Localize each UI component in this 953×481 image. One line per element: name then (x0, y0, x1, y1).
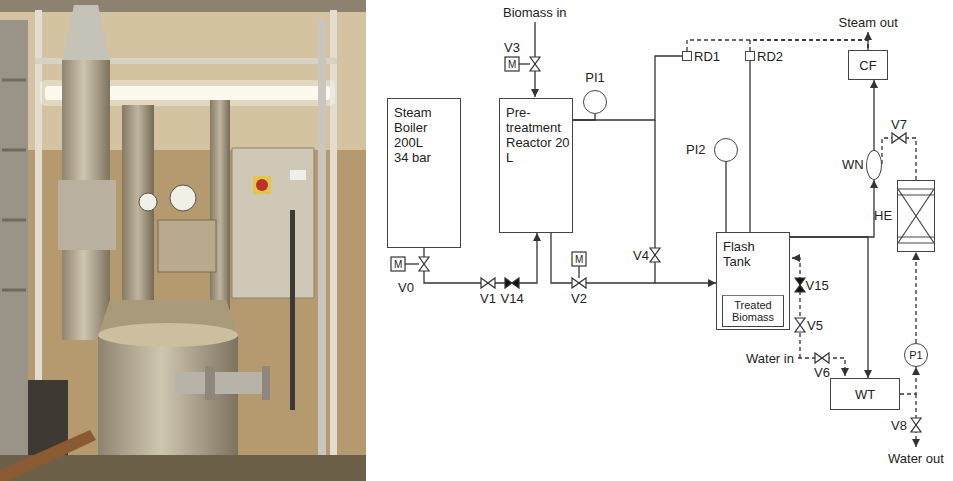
process-pipe (873, 80, 874, 150)
process-pipe (790, 237, 868, 378)
valve-symbol (795, 278, 805, 292)
water-pipe (792, 258, 800, 358)
pump-label: P1 (909, 349, 922, 361)
device-tag: HE (874, 208, 892, 223)
pipe-label: Biomass in (503, 5, 567, 20)
exchanger-cross (898, 181, 934, 251)
exchanger-line (898, 236, 934, 237)
process-pipe (573, 114, 595, 120)
pipe-label: Water out (888, 451, 944, 466)
pipe-label: V15 (806, 278, 829, 293)
pipe-label: V14 (501, 291, 524, 306)
motor-box (505, 57, 519, 71)
pipe-label: V4 (633, 248, 649, 263)
dashed-pipe (882, 138, 916, 180)
reactor-box: Pre-treatment Reactor 20 L (499, 98, 573, 233)
exchanger-line (898, 189, 934, 243)
actuator-link (519, 63, 530, 64)
rupture-disc: RD1 (682, 50, 722, 62)
heat-exchanger: HE (874, 180, 936, 252)
pipe-label: V5 (807, 318, 823, 333)
rupture-disc-square (745, 51, 755, 61)
pipe-label: Steam out (839, 15, 898, 30)
water-nozzle: WN (842, 148, 876, 182)
box-label: Steam Boiler 200L 34 bar (394, 105, 440, 165)
pipe-label: V6 (814, 365, 830, 380)
pipe-label: V1 (480, 291, 496, 306)
device-tag: RD2 (757, 49, 783, 64)
box-label: WT (855, 387, 875, 402)
box-label: CF (859, 58, 876, 73)
pipe-label: V2 (571, 291, 587, 306)
box-label: Pre-treatment Reactor 20 L (506, 105, 570, 165)
dashed-pipe (900, 367, 916, 394)
pipe-label: V3 (504, 40, 520, 55)
actuator-link (578, 266, 579, 278)
process-pipe (790, 180, 874, 237)
valve-symbol (650, 248, 660, 262)
instrument-circle (583, 90, 607, 114)
valve-symbol (481, 278, 495, 288)
pipe-label: V7 (891, 117, 907, 132)
process-pipe (725, 162, 726, 232)
pressure-indicator: PI2 (686, 138, 738, 162)
pressure-indicator: PI1 (578, 70, 612, 114)
dashed-pipe (915, 252, 916, 343)
instrument-tag: PI1 (578, 70, 612, 85)
exchanger-line (898, 189, 934, 243)
actuator-link (405, 263, 419, 264)
box-label: Flash Tank (723, 239, 773, 269)
valve-symbol (892, 133, 906, 143)
motor-tag: M (575, 252, 583, 267)
device-tag: RD1 (694, 49, 720, 64)
motor-tag: M (508, 57, 516, 72)
process-pipe (749, 61, 750, 232)
pipe-label: Water in (746, 351, 794, 366)
valve-symbol (795, 318, 805, 332)
valve-symbol (419, 257, 429, 271)
valve-symbol (505, 278, 519, 288)
rupture-disc-square (682, 51, 692, 61)
rupture-disc: RD2 (745, 50, 785, 62)
band-label: Treated Biomass (723, 299, 783, 323)
exchanger-line (898, 242, 934, 243)
condenser-filter-box: CF (848, 50, 888, 80)
nozzle-ellipse (866, 150, 882, 180)
instrument-circle (714, 138, 738, 162)
flash-tank-box: Flash TankTreated Biomass (716, 232, 790, 330)
steam-outlet-pipe (867, 32, 868, 50)
exchanger-line (898, 194, 934, 195)
motor-tag: M (394, 257, 402, 272)
valve-symbol (815, 353, 829, 363)
water-tank-box: WT (830, 378, 900, 410)
pipe-label: V8 (891, 418, 907, 433)
exchanger-box (897, 180, 935, 252)
valve-symbol (572, 278, 586, 288)
treated-biomass-band: Treated Biomass (722, 295, 784, 327)
pump-circle: P1 (904, 343, 928, 367)
boiler-box: Steam Boiler 200L 34 bar (387, 98, 461, 248)
process-pipe (573, 56, 682, 120)
device-tag: WN (842, 157, 864, 172)
valve-symbol (911, 418, 921, 432)
valve-symbol (530, 57, 540, 71)
process-pipe (551, 233, 716, 283)
exchanger-line (898, 188, 934, 189)
photo-illustration (0, 0, 366, 481)
instrument-tag: PI2 (686, 142, 706, 157)
motor-box (572, 252, 586, 266)
motor-box (391, 257, 405, 271)
pipe-label: V0 (398, 280, 414, 295)
